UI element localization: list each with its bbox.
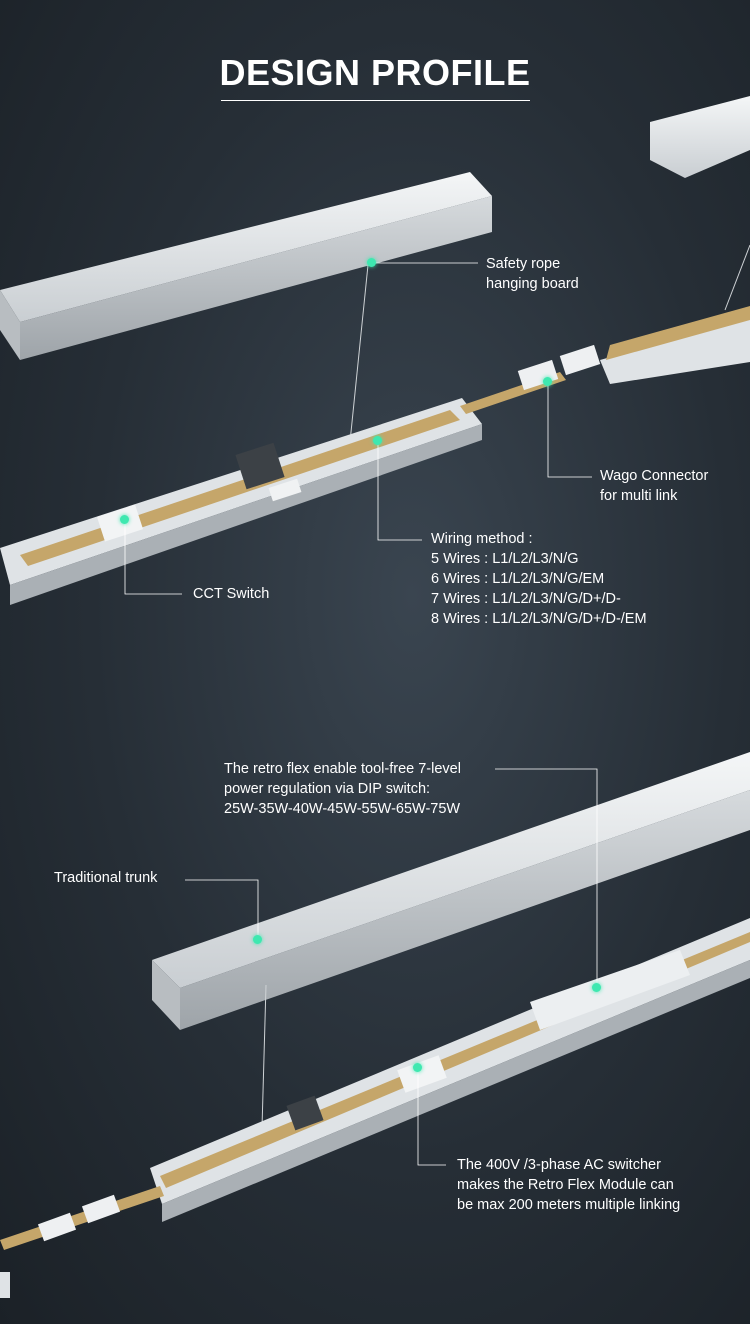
top-housing: [0, 172, 492, 443]
ac-switcher-callout: The 400V /3-phase AC switcher makes the …: [457, 1157, 681, 1213]
bottom-tray: [0, 918, 750, 1298]
page-title: DESIGN PROFILE: [219, 52, 531, 93]
leader-lines: [124, 262, 598, 1166]
wiring-marker: [373, 436, 382, 445]
cct-callout: CCT Switch: [193, 586, 270, 602]
title-underline: [221, 100, 530, 101]
retro-flex-marker: [592, 983, 601, 992]
top-tray: [0, 372, 566, 605]
retro-flex-callout: The retro flex enable tool-free 7-level …: [224, 761, 461, 817]
trunk-callout: Traditional trunk: [54, 870, 158, 886]
ac-switcher-marker: [413, 1063, 422, 1072]
wago-marker: [543, 377, 552, 386]
bottom-housing: [152, 752, 750, 1129]
top-right-parts: [517, 96, 750, 391]
safety-rope-marker: [367, 258, 376, 267]
cct-marker: [120, 515, 129, 524]
safety-rope-callout: Safety rope hanging board: [486, 256, 579, 292]
wiring-callout: Wiring method : 5 Wires : L1/L2/L3/N/G 6…: [431, 531, 647, 627]
wago-callout: Wago Connector for multi link: [600, 468, 709, 504]
trunk-marker: [253, 935, 262, 944]
